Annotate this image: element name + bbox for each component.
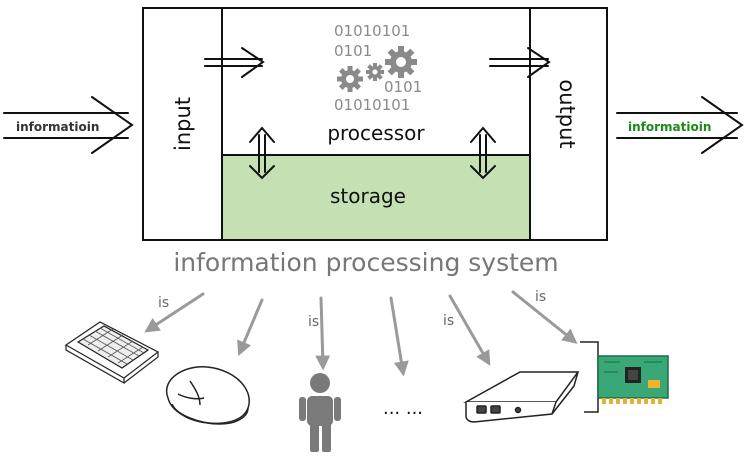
person-icon [299, 373, 341, 452]
binary-line: 0101 [384, 78, 422, 96]
is-label: is [443, 313, 454, 329]
output-information-label: informatioin [628, 120, 711, 134]
processor-storage-arrow-right [470, 126, 496, 180]
processor-to-output-arrow [489, 47, 551, 78]
storage-panel [221, 154, 531, 241]
storage-label: storage [330, 184, 406, 208]
processor-label: processor [327, 121, 425, 145]
is-arrow-person [315, 296, 331, 371]
binary-line: 01010101 [334, 96, 410, 114]
is-arrow-board [511, 290, 578, 344]
processor-gears-icon: 01010101 0101 0101 01010101 [334, 22, 422, 114]
information-output-arrow: informatioin [616, 96, 744, 154]
keyboard-icon [64, 321, 160, 385]
is-label: is [308, 314, 319, 330]
ellipsis-text: ... ... [383, 398, 423, 419]
is-label: is [158, 295, 169, 311]
is-label: is [535, 289, 546, 305]
example-arrows [144, 290, 578, 377]
hard-drive-icon [463, 371, 580, 423]
processor-storage-arrow-left [249, 126, 275, 180]
system-box [142, 7, 608, 241]
is-arrow-mouse [237, 298, 264, 357]
information-input-arrow: informatioin [3, 96, 134, 154]
input-to-processor-arrow [204, 47, 265, 78]
is-arrow-ellipsis [389, 296, 409, 377]
input-information-label: informatioin [16, 120, 99, 134]
mouse-icon [165, 366, 250, 425]
is-arrow-keyboard [144, 292, 205, 333]
binary-line: 01010101 [334, 22, 410, 40]
binary-line: 0101 [334, 42, 372, 60]
is-arrow-drive [448, 294, 491, 366]
circuit-board-icon [580, 341, 669, 413]
input-label: input [171, 97, 195, 151]
system-title: information processing system [173, 248, 558, 277]
output-label: output [555, 79, 579, 148]
